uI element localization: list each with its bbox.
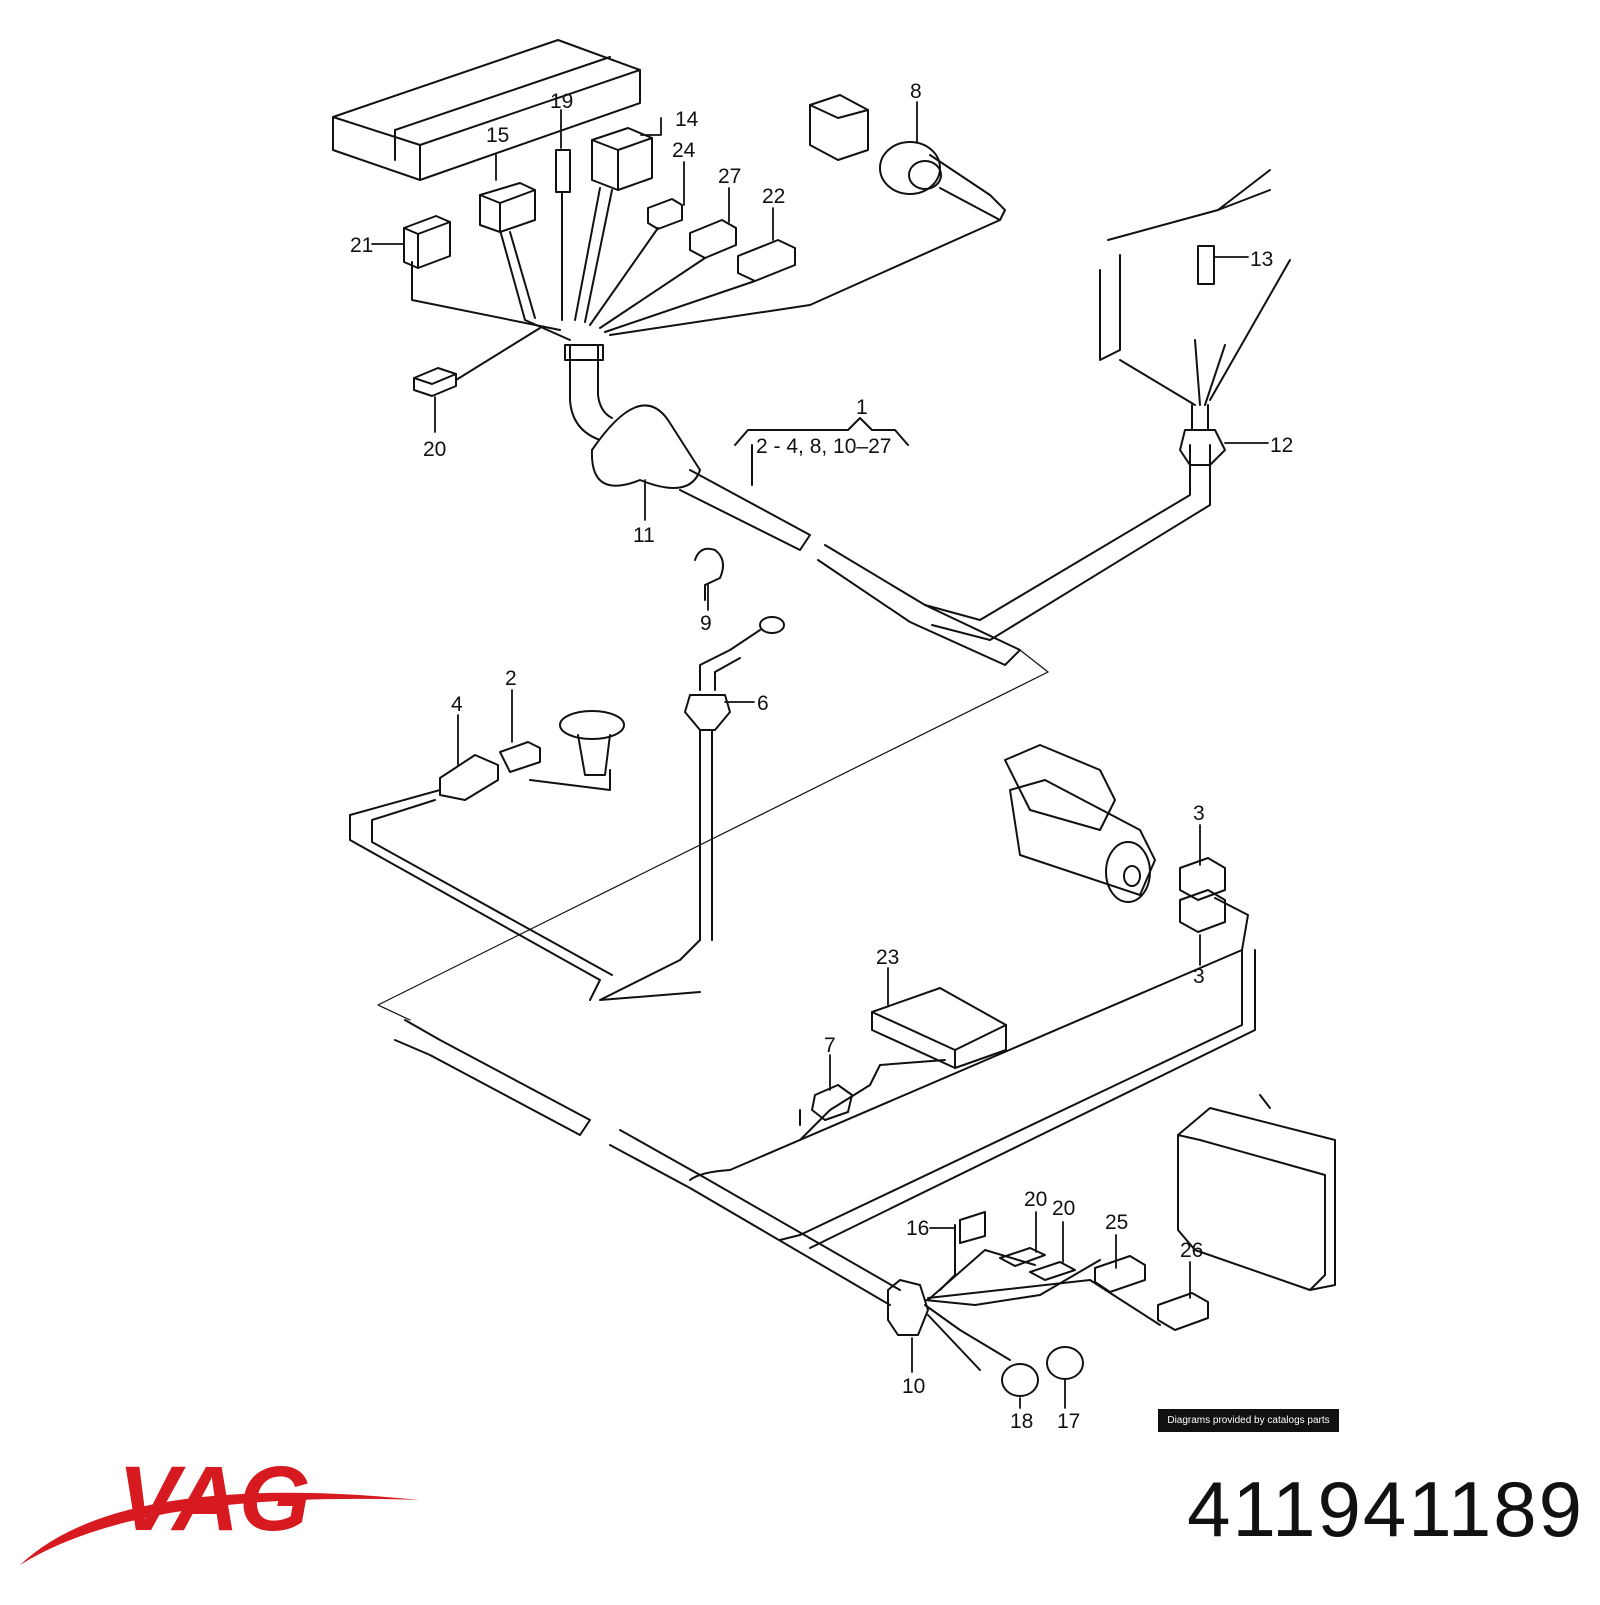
- callout-27: 27: [718, 165, 741, 188]
- group-bracket: [734, 417, 909, 486]
- starter-motor: [1004, 744, 1156, 903]
- callout-23: 23: [876, 946, 899, 969]
- connector-19: [555, 149, 571, 193]
- callout-15: 15: [486, 124, 509, 147]
- leader-lines: [371, 101, 1269, 1409]
- callout-19: 19: [550, 90, 573, 113]
- callout-10: 10: [902, 1375, 925, 1398]
- callout-26: 26: [1180, 1239, 1203, 1262]
- credit-badge: Diagrams provided by catalogs parts: [1158, 1409, 1339, 1432]
- sensor-2-4: [349, 710, 625, 1001]
- group-label: 1: [856, 396, 868, 419]
- lower-harness: [394, 897, 1256, 1306]
- switch-8: [809, 94, 1006, 221]
- callout-14: 14: [675, 108, 699, 131]
- callout-13: 13: [1250, 248, 1273, 271]
- callout-20-c: 20: [1052, 1197, 1075, 1220]
- control-unit-23: [871, 987, 1007, 1069]
- callout-8: 8: [910, 80, 922, 103]
- vag-logo-text: VAG: [118, 1448, 311, 1550]
- callout-2: 2: [505, 667, 517, 690]
- relay-box: [332, 39, 641, 181]
- headlight: [1177, 1094, 1336, 1291]
- vag-logo: VAG: [20, 1448, 420, 1565]
- callout-18: 18: [1010, 1410, 1033, 1433]
- ground-lead-6: [599, 616, 785, 1001]
- clip-9: [694, 547, 725, 601]
- callout-4: 4: [451, 693, 463, 716]
- callout-17: 17: [1057, 1410, 1080, 1433]
- callout-21: 21: [350, 234, 373, 257]
- connector-27: [689, 219, 737, 259]
- connector-21: [403, 215, 451, 269]
- callout-labels: 19 14 15 24 27 22 8 21 13 20 12 11 9 2 4…: [350, 80, 1293, 1433]
- callout-25: 25: [1105, 1211, 1128, 1234]
- callout-20-b: 20: [1024, 1188, 1047, 1211]
- grommet-7: [799, 1084, 853, 1126]
- callout-7: 7: [824, 1034, 836, 1057]
- callout-3-lower: 3: [1193, 965, 1205, 988]
- connector-24: [647, 198, 683, 230]
- connector-14: [591, 127, 653, 191]
- connector-3-upper: [1179, 857, 1226, 901]
- connector-22: [737, 239, 796, 282]
- panel-outline: [377, 649, 1049, 1021]
- group-range: 2 - 4, 8, 10–27: [756, 435, 891, 458]
- callout-6: 6: [757, 692, 769, 715]
- connector-3-lower: [1179, 889, 1226, 933]
- connector-15: [479, 182, 536, 233]
- callout-11: 11: [633, 524, 655, 547]
- main-harness: [564, 344, 1211, 666]
- wire-bundle-top: [411, 187, 1001, 381]
- part-number: 411941189: [1187, 1465, 1584, 1553]
- connector-20-top: [413, 367, 457, 397]
- grommet-12: [1099, 169, 1291, 466]
- callout-3-upper: 3: [1193, 802, 1205, 825]
- callout-16: 16: [906, 1217, 929, 1240]
- grommet-10: [887, 1211, 1209, 1397]
- callout-12: 12: [1270, 434, 1293, 457]
- callout-22: 22: [762, 185, 785, 208]
- callout-9: 9: [700, 612, 712, 635]
- callout-20-top: 20: [423, 438, 446, 461]
- callout-24: 24: [672, 139, 696, 162]
